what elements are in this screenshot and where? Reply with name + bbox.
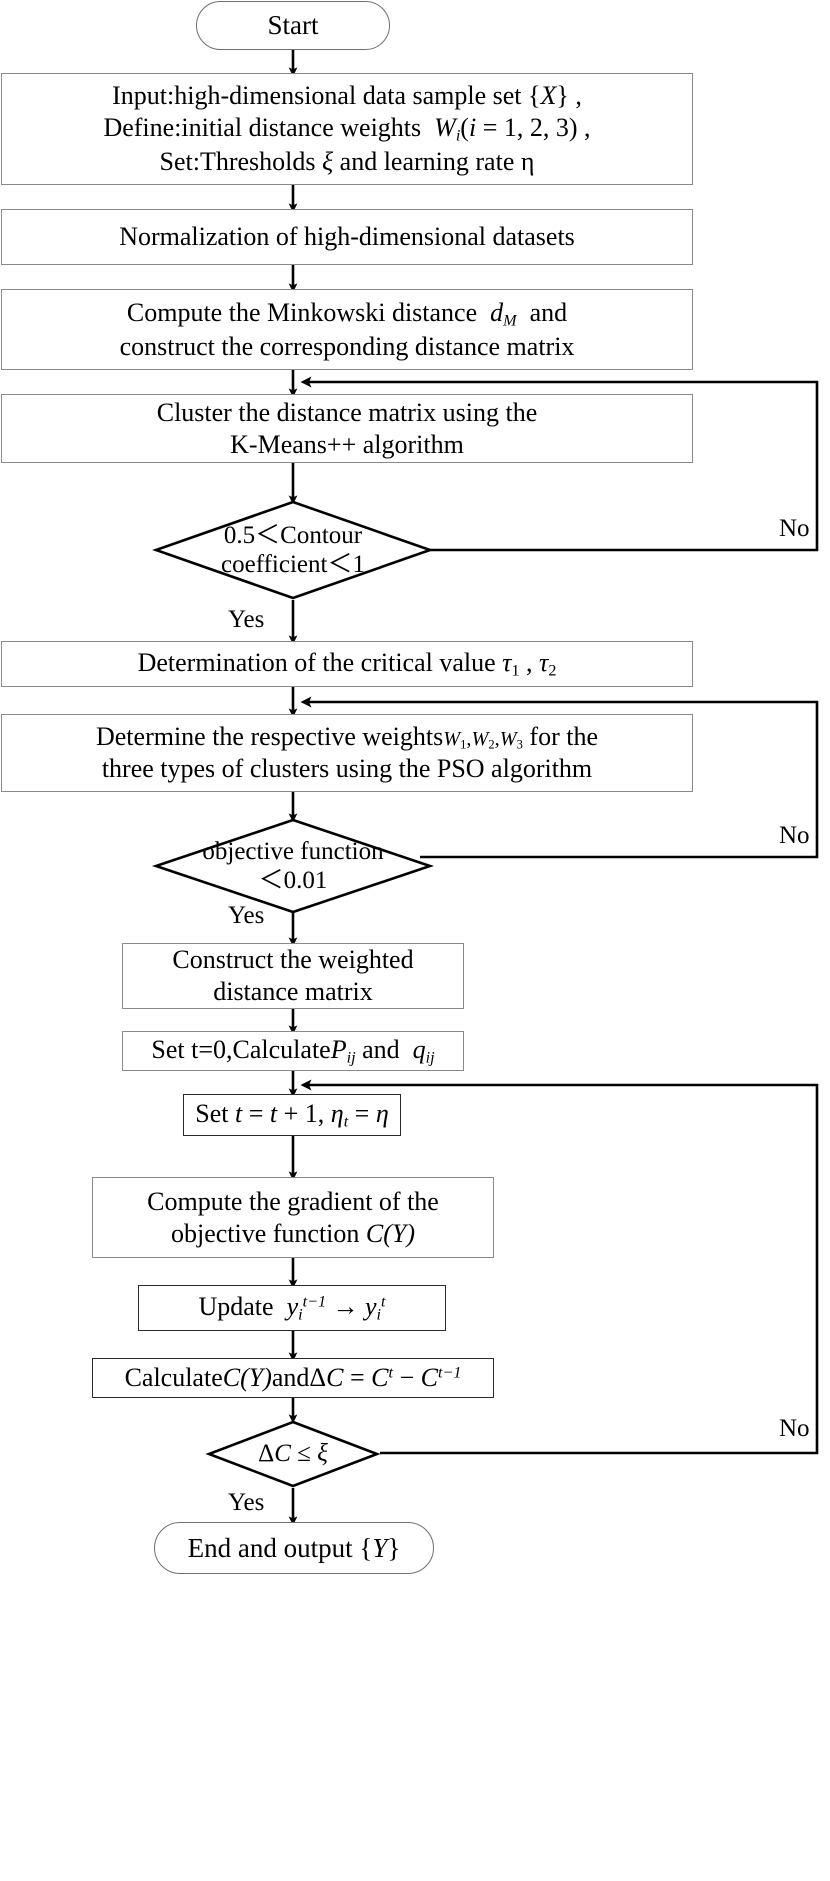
node-input-line2: Define:initial distance weights Wi(i = 1…: [103, 112, 591, 145]
node-set-t0: Set t=0,CalculatePij and qij: [122, 1031, 464, 1071]
node-decision-deltac: ΔC ≤ ξ: [205, 1420, 381, 1488]
decision-deltac-text: ΔC ≤ ξ: [258, 1440, 328, 1468]
node-weighted-distance-matrix: Construct the weighted distance matrix: [122, 943, 464, 1009]
node-pso-line2: three types of clusters using the PSO al…: [101, 754, 593, 784]
branch-label-no-3: No: [779, 1415, 810, 1442]
node-decision-objective: objective function ＜0.01: [151, 818, 435, 914]
decision-objective-line1: objective function: [202, 837, 384, 865]
branch-label-no-1: No: [779, 515, 810, 542]
node-minkowski-line1: Compute the Minkowski distance dM and: [126, 297, 568, 330]
node-cluster-line2: K-Means++ algorithm: [230, 429, 464, 459]
branch-label-no-2: No: [779, 822, 810, 849]
decision-objective-line2: ＜0.01: [258, 867, 328, 894]
node-update-y: Update yit−1 → yit: [138, 1285, 446, 1331]
decision-objective-shape: [151, 818, 435, 914]
branch-label-yes-2: Yes: [228, 902, 265, 929]
node-input-line3: Set:Thresholds ξ and learning rate η: [159, 147, 535, 177]
node-set-t0-text: Set t=0,CalculatePij and qij: [151, 1034, 435, 1067]
node-weighted-line2: distance matrix: [213, 977, 373, 1006]
branch-label-yes-1: Yes: [228, 606, 265, 633]
decision-deltac-shape: [205, 1420, 381, 1488]
node-critical-value-text: Determination of the critical value τ1 ,…: [137, 647, 557, 680]
node-normalization-label: Normalization of high-dimensional datase…: [119, 222, 575, 252]
node-compute-gradient: Compute the gradient of the objective fu…: [92, 1177, 494, 1258]
decision-contour-line2: coefficient＜1: [221, 551, 365, 578]
node-pso-weights: Determine the respective weightsW1,W2,W3…: [1, 714, 693, 792]
node-decision-contour: 0.5＜Contour coefficient＜1: [152, 500, 434, 600]
node-minkowski-distance: Compute the Minkowski distance dM and co…: [1, 289, 693, 370]
node-start: Start: [196, 1, 390, 50]
node-update-y-text: Update yit−1 → yit: [198, 1291, 386, 1324]
node-minkowski-line2: construct the corresponding distance mat…: [119, 331, 575, 361]
node-normalization: Normalization of high-dimensional datase…: [1, 209, 693, 265]
decision-contour-shape: [152, 500, 434, 600]
node-end: End and output {Y}: [154, 1522, 434, 1574]
branch-label-yes-3: Yes: [228, 1489, 265, 1516]
node-input-line1: Input:high-dimensional data sample set {…: [112, 81, 582, 111]
node-end-label: End and output {Y}: [187, 1532, 401, 1563]
node-cluster-kmeanspp: Cluster the distance matrix using the K-…: [1, 394, 693, 463]
node-calculate-c: CalculateC(Y)andΔC = Ct − Ct−1: [92, 1358, 494, 1398]
node-set-t-increment: Set t = t + 1, ηt = η: [183, 1094, 401, 1136]
node-pso-line1: Determine the respective weightsW1,W2,W3…: [95, 722, 599, 752]
node-calculate-c-text: CalculateC(Y)andΔC = Ct − Ct−1: [124, 1363, 462, 1393]
node-cluster-line1: Cluster the distance matrix using the: [156, 397, 538, 427]
node-critical-value: Determination of the critical value τ1 ,…: [1, 641, 693, 687]
node-start-label: Start: [267, 10, 319, 41]
node-set-t-increment-text: Set t = t + 1, ηt = η: [195, 1098, 389, 1131]
decision-contour-line1: 0.5＜Contour: [223, 521, 363, 549]
node-gradient-line2: objective function C(Y): [170, 1218, 416, 1248]
node-input-define-set: Input:high-dimensional data sample set {…: [1, 73, 693, 185]
node-gradient-line1: Compute the gradient of the: [147, 1186, 439, 1216]
node-weighted-line1: Construct the weighted: [172, 945, 414, 975]
